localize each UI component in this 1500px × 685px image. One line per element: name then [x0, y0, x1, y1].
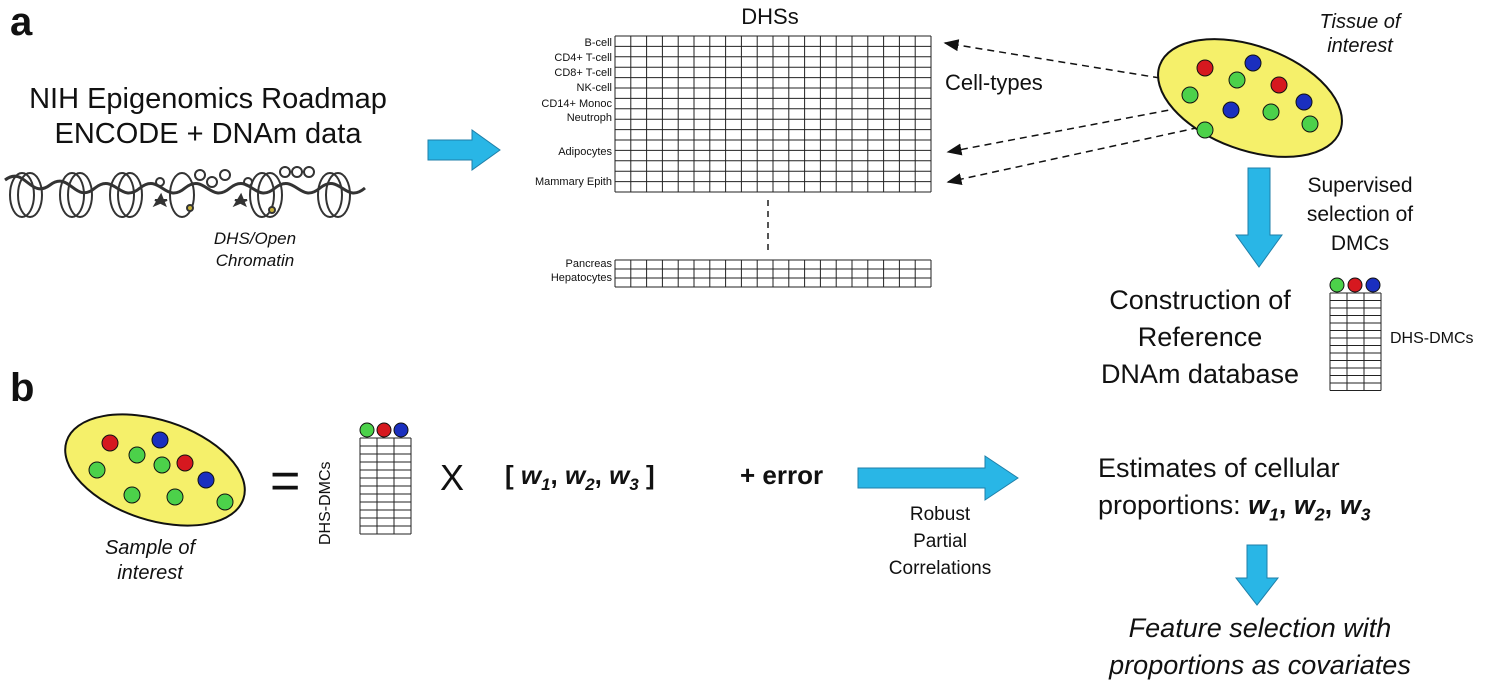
- times-sign: X: [440, 457, 465, 498]
- reference-dhs-dmc-matrix: [1329, 292, 1382, 391]
- tissue-label-2: interest: [1327, 35, 1393, 57]
- estimates-line-1: Estimates of cellular: [1098, 453, 1340, 483]
- feature-line-1: Feature selection with: [1128, 613, 1392, 643]
- panel-label-b: b: [10, 366, 35, 410]
- sample-label-2: interest: [117, 562, 183, 584]
- celltypes-label: Cell-types: [945, 70, 1043, 95]
- supervised-line-3: DMCs: [1330, 232, 1390, 255]
- dhs-grid-bottom: [614, 259, 932, 288]
- grid-title: DHSs: [741, 4, 799, 29]
- right-arrow-icon: [857, 455, 1019, 501]
- chromatin-label-2: Chromatin: [215, 251, 295, 270]
- row-label-b-cell: B-cell: [584, 37, 612, 49]
- supervised-line-1: Supervised: [1307, 174, 1413, 197]
- dhs-dmc-matrix: [359, 437, 412, 535]
- construction-line-2: Reference: [1137, 322, 1263, 352]
- chromatin-label-1: DHS/Open: [213, 229, 297, 248]
- equals-sign: =: [270, 452, 301, 510]
- tissue-of-interest-cells: [1157, 38, 1343, 158]
- row-label-hepatocytes: Hepatocytes: [550, 272, 612, 284]
- sample-matrix-dots: [359, 422, 409, 438]
- row-label-neutroph: Neutroph: [566, 112, 612, 124]
- construction-line-3: DNAm database: [1100, 359, 1300, 389]
- down-arrow-icon: [1235, 167, 1283, 268]
- panel-label-a: a: [10, 0, 33, 44]
- row-label-mammary: Mammary Epith: [534, 176, 612, 188]
- matrix-label: DHS-DMCs: [317, 461, 334, 545]
- supervised-line-2: selection of: [1306, 203, 1414, 226]
- reference-matrix-dots: [1329, 277, 1381, 293]
- sample-label-1: Sample of: [104, 537, 196, 559]
- dhs-grid: [614, 35, 932, 193]
- tissue-label-1: Tissue of: [1319, 11, 1401, 33]
- row-label-pancreas: Pancreas: [565, 258, 612, 270]
- dashed-arrow: [946, 124, 1211, 185]
- robust-line-3: Correlations: [888, 558, 992, 579]
- row-label-cd14: CD14+ Monoc: [541, 98, 612, 110]
- row-label-adipocytes: Adipocytes: [558, 146, 612, 158]
- dhs-dmcs-label: DHS-DMCs: [1390, 330, 1474, 347]
- source-line-2: ENCODE + DNAm data: [54, 118, 362, 150]
- weight-formula: [ w1, w2, w3 ]: [505, 460, 655, 495]
- row-label-nk: NK-cell: [576, 82, 612, 94]
- right-arrow-icon: [427, 129, 501, 171]
- chromatin-illustration: [4, 166, 366, 218]
- estimates-line-2: proportions: w1, w2, w3: [1098, 490, 1371, 525]
- source-line-1: NIH Epigenomics Roadmap: [29, 83, 387, 115]
- down-arrow-icon: [1234, 544, 1280, 606]
- row-label-cd8: CD8+ T-cell: [554, 67, 612, 79]
- construction-line-1: Construction of: [1109, 285, 1291, 315]
- robust-line-2: Partial: [913, 531, 967, 552]
- robust-line-1: Robust: [909, 504, 971, 525]
- error-term: + error: [740, 460, 824, 490]
- feature-line-2: proportions as covariates: [1109, 650, 1411, 680]
- sample-of-interest-cells: [64, 413, 246, 527]
- dashed-arrow: [943, 39, 1161, 79]
- row-label-cd4: CD4+ T-cell: [554, 52, 612, 64]
- dashed-arrow: [946, 107, 1181, 156]
